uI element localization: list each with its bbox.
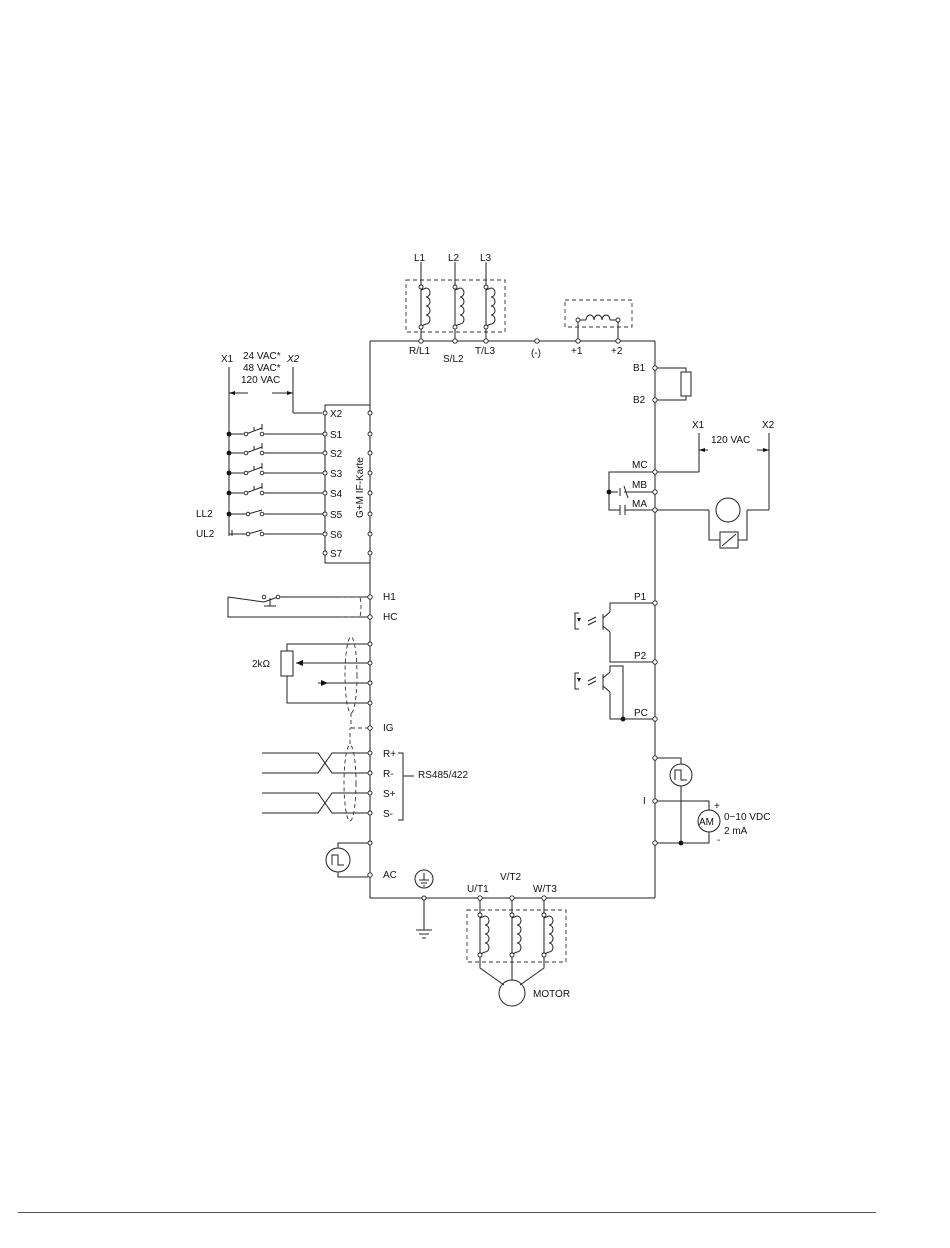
resistor-icon (657, 368, 691, 400)
label-s-minus: S- (383, 809, 393, 820)
terminal-label-s6: S6 (330, 530, 343, 541)
terminal-label-s4: S4 (330, 489, 343, 500)
label-24vac: 24 VAC* (243, 351, 281, 362)
supply-wiring (229, 367, 322, 536)
label-x2-relay: X2 (762, 420, 775, 431)
label-b2: B2 (633, 395, 646, 406)
label-l3: L3 (480, 253, 492, 264)
label-s-plus: S+ (383, 789, 396, 800)
terminal-vt2 (510, 896, 514, 900)
label-am: AM (699, 817, 714, 828)
terminal-i (653, 799, 657, 803)
terminal-rl1 (419, 339, 423, 343)
motor-icon-relay (716, 498, 740, 522)
label-pot: 2kΩ (252, 659, 270, 670)
terminal-ut1 (478, 896, 482, 900)
label-120vac-supply: 120 VAC (241, 375, 280, 386)
label-l1: L1 (414, 253, 426, 264)
label-r-minus: R- (383, 769, 394, 780)
label-motor: MOTOR (533, 989, 570, 1000)
label-sl2: S/L2 (443, 354, 464, 365)
label-i: I (643, 796, 646, 807)
label-x2-supply: X2 (286, 354, 300, 365)
terminal-plus1 (576, 339, 580, 343)
terminal-tl3 (484, 339, 488, 343)
label-p1: P1 (634, 592, 647, 603)
terminal-mc (653, 470, 657, 474)
terminal-label-s3: S3 (330, 469, 343, 480)
output-reactor (467, 900, 566, 985)
terminal-label-s1: S1 (330, 430, 343, 441)
label-ut1: U/T1 (467, 884, 489, 895)
label-p2: P2 (634, 651, 647, 662)
label-x1-supply: X1 (221, 354, 234, 365)
potentiometer-icon (281, 637, 368, 728)
terminal-pulse (368, 841, 372, 845)
motor-icon (499, 980, 525, 1006)
safety-switch (228, 595, 368, 617)
line-reactor (406, 262, 505, 339)
interface-card-label: G+M IF-Karte (355, 457, 366, 518)
optocoupler-icon (575, 603, 653, 721)
terminal-label-s2: S2 (330, 449, 343, 460)
terminal-ao-bottom (653, 841, 657, 845)
label-mc: MC (632, 460, 648, 471)
label-pc: PC (634, 708, 648, 719)
label-b1: B1 (633, 363, 646, 374)
terminal-hc (368, 615, 372, 619)
terminal-plus2 (616, 339, 620, 343)
dc-reactor (565, 300, 632, 339)
relay-wiring (657, 433, 769, 548)
label-plus2: +2 (611, 346, 623, 357)
terminal-label-x2: X2 (330, 409, 343, 420)
label-minus: - (717, 835, 720, 846)
label-plus: + (714, 801, 720, 812)
terminal-label-s5: S5 (330, 510, 343, 521)
terminal-ma (653, 508, 657, 512)
label-rl1: R/L1 (409, 346, 431, 357)
terminal-pc (653, 717, 657, 721)
relay-contacts (607, 472, 655, 515)
label-ma: MA (632, 499, 647, 510)
label-wt3: W/T3 (533, 884, 557, 895)
terminal-b2 (653, 398, 657, 402)
label-rs485: RS485/422 (418, 770, 468, 781)
label-ul2: UL2 (196, 529, 215, 540)
pulse-icon (326, 843, 368, 877)
input-switches (227, 424, 323, 536)
label-vt2: V/T2 (500, 872, 522, 883)
label-ig: IG (383, 723, 394, 734)
terminal-sl2 (453, 339, 457, 343)
label-range: 0~10 VDC (724, 812, 770, 823)
label-dc-minus: (-) (531, 348, 541, 359)
label-plus1: +1 (571, 346, 583, 357)
terminal-label-s7: S7 (330, 549, 343, 560)
label-48vac: 48 VAC* (243, 363, 281, 374)
label-r-plus: R+ (383, 749, 396, 760)
label-l2: L2 (448, 253, 460, 264)
terminal-b1 (653, 366, 657, 370)
footer-rule (18, 1212, 876, 1213)
label-tl3: T/L3 (475, 346, 495, 357)
label-current: 2 mA (724, 826, 748, 837)
label-hc: HC (383, 612, 397, 623)
terminal-dc-minus (535, 339, 539, 343)
terminal-mb (653, 490, 657, 494)
label-ll2: LL2 (196, 509, 213, 520)
terminal-ao-top (653, 756, 657, 760)
terminal-p1 (653, 601, 657, 605)
label-x1-relay: X1 (692, 420, 705, 431)
label-120vac-relay: 120 VAC (711, 435, 750, 446)
terminal-p2 (653, 660, 657, 664)
drive-outline (370, 341, 655, 898)
terminal-wt3 (542, 896, 546, 900)
ground-icon (415, 870, 433, 938)
terminal-ac (368, 873, 372, 877)
label-ac: AC (383, 870, 397, 881)
label-h1: H1 (383, 592, 396, 603)
terminal-h1 (368, 595, 372, 599)
label-mb: MB (632, 480, 647, 491)
